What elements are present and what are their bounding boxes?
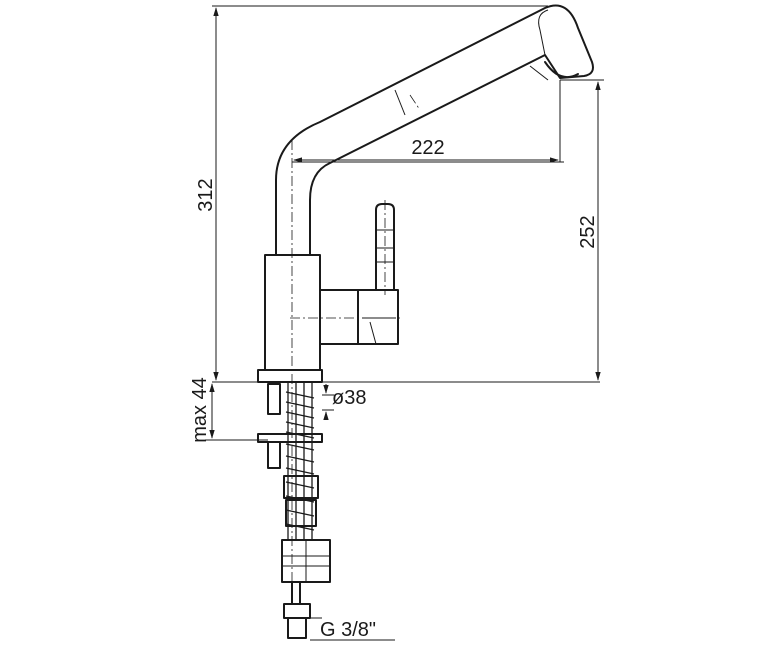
dim-reach: 222 [411, 137, 444, 159]
faucet-outline [257, 4, 594, 383]
dim-connection-thread: G 3/8" [320, 619, 376, 641]
mounting-stud [267, 383, 281, 415]
countertop [257, 383, 323, 469]
dim-counter-thickness: max 44 [189, 377, 211, 443]
valve-block [281, 539, 331, 583]
mounting-plate [257, 433, 323, 443]
spout [275, 4, 594, 256]
dim-overall-height: 312 [195, 178, 217, 211]
connection-pipe [291, 581, 301, 605]
flex-hose [281, 382, 331, 639]
hose-nut-upper [283, 475, 319, 499]
connection-nut [283, 603, 311, 619]
dim-base-diameter: ø38 [332, 387, 366, 409]
thread-connector [287, 617, 307, 639]
faucet-body [264, 254, 321, 371]
faucet-base-flange [257, 369, 323, 383]
mounting-stud-lower [267, 441, 281, 469]
lever-cartridge [357, 289, 399, 345]
spray-head-outlet [544, 61, 579, 78]
extension-lines [205, 5, 604, 441]
dim-spout-height: 252 [577, 215, 599, 248]
lever-hub [319, 289, 359, 345]
hose-nut-middle [285, 499, 317, 527]
